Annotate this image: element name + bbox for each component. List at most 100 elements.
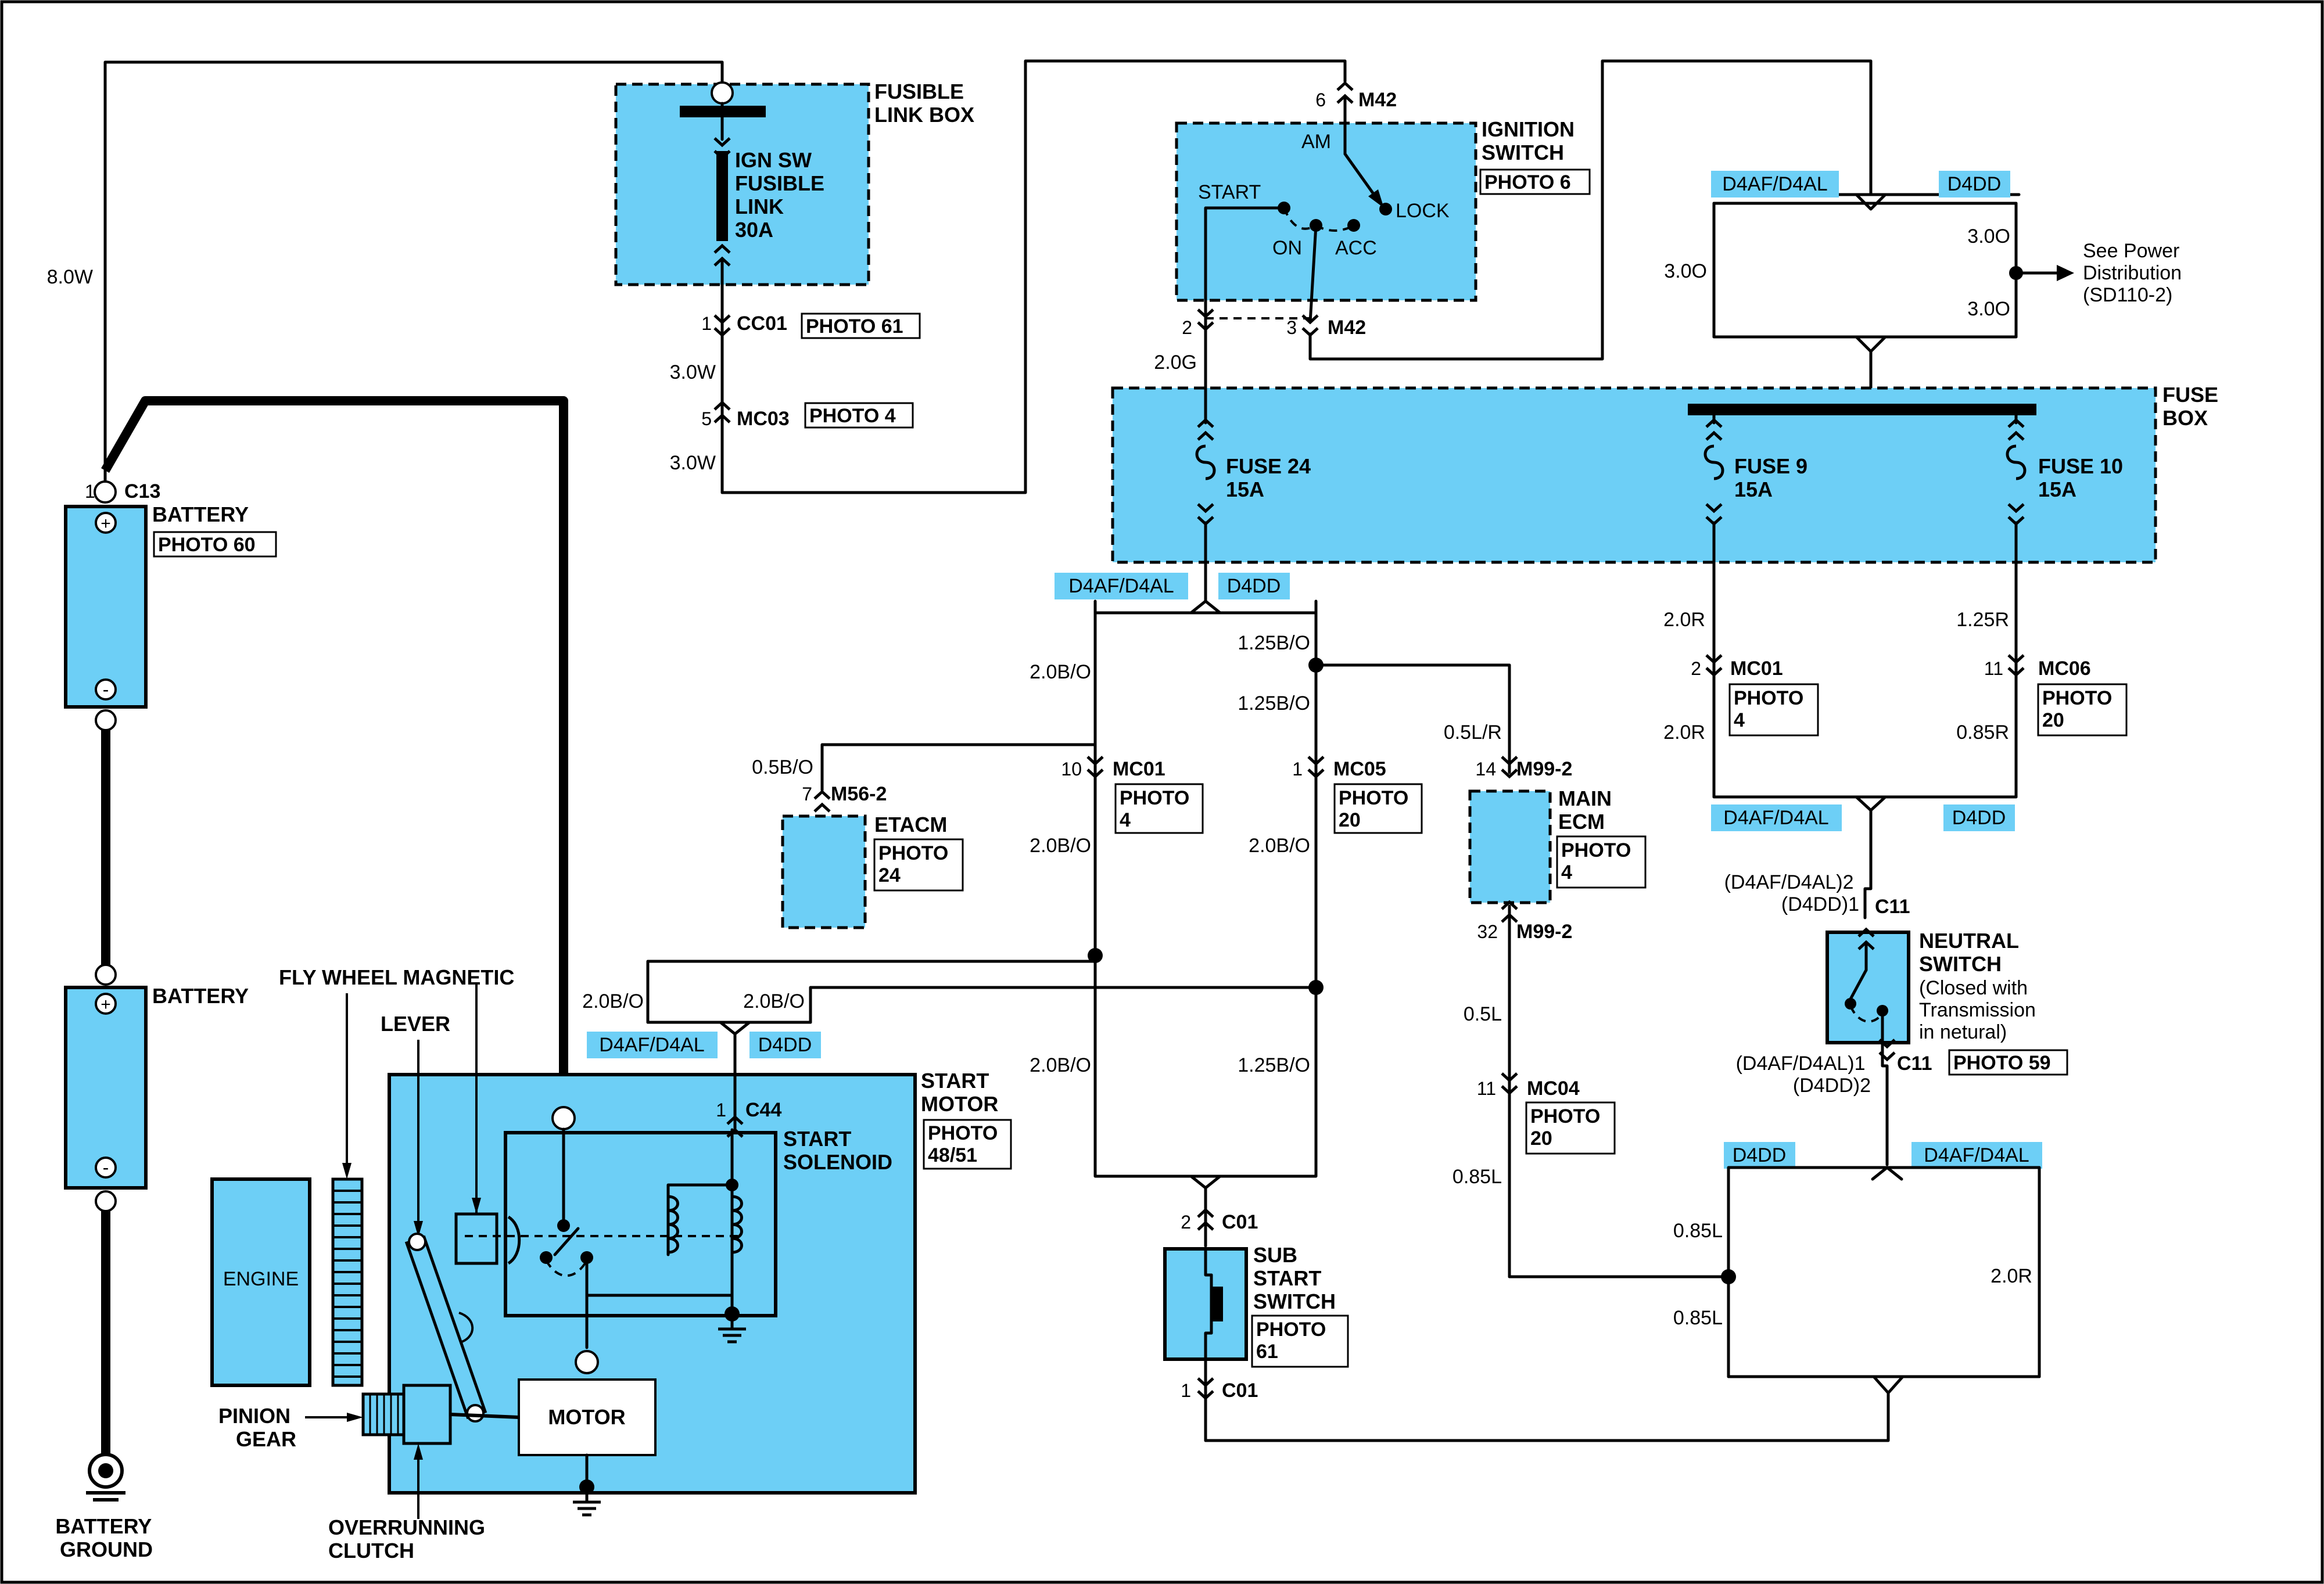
start-motor-section: START MOTOR PHOTO 48/51 START SOLENOID (210, 960, 1318, 1563)
c01-bottom-pin: 1 (1181, 1380, 1191, 1401)
start-motor-photo-box (923, 1119, 1012, 1170)
fuse-box-section: FUSE BOX 2.0G FUSE 24 15A FUSE 9 15A FUS… (1111, 321, 2218, 564)
m42-bottom-connector: M42 (1328, 317, 1366, 339)
fusible-link-section: FUSIBLE LINK BOX IGN SW FUSIBLE LINK 30A… (614, 59, 1347, 494)
m99-bottom-connector: M99-2 (1516, 921, 1572, 943)
tag-sm-b (749, 1032, 821, 1058)
main-ecm-box (1468, 789, 1552, 904)
m99-top-connector: M99-2 (1516, 758, 1572, 780)
battery-pin: 1 (85, 481, 95, 502)
battery-section: 8.0W 1 C13 + - BATTERY PHOTO 60 + - BATT… (47, 60, 724, 1561)
ign-lock-label: LOCK (1396, 200, 1450, 222)
battery-terminal (94, 480, 117, 504)
solenoid-coil-1-icon (666, 1183, 734, 1256)
wire-label-0-5lr: 0.5L/R (1444, 721, 1502, 743)
tag-sm-a (587, 1032, 718, 1058)
battery-upper-plus-icon (95, 512, 117, 534)
tag-ns-a-text: D4AF/D4AL (1723, 807, 1828, 829)
c01-top-connector: C01 (1222, 1211, 1258, 1233)
mc06-connector: MC06 (2038, 658, 2091, 680)
fusible-link-box (614, 82, 870, 286)
start-motor-photo: PHOTO 48/51 (928, 1122, 1003, 1166)
main-ecm-photo: PHOTO 4 (1561, 839, 1637, 883)
sub-start-switch-label: SUB START SWITCH (1253, 1243, 1336, 1313)
mc06-photo: PHOTO 20 (2042, 687, 2118, 731)
m56-pin: 7 (802, 784, 812, 804)
ign-start-label: START (1198, 181, 1261, 203)
motor-label: MOTOR (548, 1405, 625, 1429)
fusible-link-box-title: FUSIBLE LINK BOX (874, 80, 974, 127)
solenoid-coil-2-icon (730, 1195, 743, 1314)
battery-link-terminal-top (95, 709, 117, 731)
mc03-photo: PHOTO 4 (809, 405, 896, 427)
wire-label-sm-left: 2.0B/O (582, 990, 644, 1012)
c44-connector: C44 (745, 1099, 781, 1121)
wire-label-0-85r: 0.85R (1956, 721, 2009, 743)
wire-label-2-0bo-3: 2.0B/O (1030, 1054, 1091, 1076)
battery-link-terminal-bottom (95, 964, 117, 986)
c11-bottom-pins: (D4AF/D4AL)1 (D4DD)2 (1736, 1053, 1871, 1097)
neutral-switch-icon (1845, 940, 1888, 1044)
tag-f24-b-text: D4DD (1227, 575, 1281, 597)
tag-top-b-text: D4DD (1948, 173, 2002, 195)
m42-top-pin: 6 (1315, 89, 1326, 110)
battery-upper-label: BATTERY (152, 502, 249, 526)
wire-label-2-0bo-4: 2.0B/O (1249, 835, 1310, 857)
solenoid-battery-terminal (551, 1106, 576, 1130)
etacm-photo: PHOTO 24 (878, 842, 954, 886)
pinion-gear-icon (361, 1384, 519, 1445)
tag-sm-b-text: D4DD (758, 1034, 812, 1056)
mc01-left-connector: MC01 (1113, 758, 1165, 780)
m99-top-pin: 14 (1475, 759, 1496, 780)
mc04-connector: MC04 (1527, 1077, 1580, 1100)
motor-terminal (575, 1350, 599, 1374)
wire-label-1-25bo-2: 1.25B/O (1238, 692, 1310, 714)
c11-top-pins: (D4AF/D4AL)2 (D4DD)1 (1724, 871, 1859, 915)
wire-label-1-25r: 1.25R (1956, 609, 2009, 631)
ignition-switch-section: IGNITION SWITCH PHOTO 6 6 M42 AM LOCK ST… (1175, 59, 2182, 408)
mc01-left-pin: 10 (1061, 759, 1082, 780)
mc06-pin: 11 (1984, 658, 2003, 679)
battery-photo: PHOTO 60 (158, 534, 256, 556)
tag-sm-a-text: D4AF/D4AL (599, 1034, 704, 1056)
mc03-pin: 5 (701, 408, 712, 429)
mc05-connector: MC05 (1333, 758, 1386, 780)
wire-label-3-0w-bottom: 3.0W (670, 452, 716, 474)
c11-top-connector: C11 (1875, 896, 1910, 918)
battery-lower-plus: + (101, 995, 111, 1014)
c01-bottom-connector: C01 (1222, 1380, 1258, 1402)
battery-upper-minus: - (103, 679, 109, 700)
neutral-switch-box (1826, 931, 1910, 1044)
ignition-switch-box (1175, 121, 1477, 302)
flywheel-icon (331, 1177, 364, 1387)
tag-nb-a-text: D4AF/D4AL (1924, 1144, 2029, 1166)
sub-start-switch-photo: PHOTO 61 (1256, 1319, 1332, 1363)
cc01-connector: CC01 (737, 313, 787, 335)
ign-am-label: AM (1301, 131, 1331, 153)
wire-label-0-5l: 0.5L (1464, 1003, 1502, 1025)
etacm-box (781, 814, 867, 929)
mc05-pin: 1 (1292, 759, 1303, 780)
m42-top-connector: M42 (1358, 89, 1397, 111)
engine-label: ENGINE (223, 1268, 299, 1290)
tag-f24-a-text: D4AF/D4AL (1068, 575, 1174, 597)
pinion-gear-label: PINION GEAR (218, 1404, 296, 1451)
etacm-label: ETACM (874, 813, 947, 836)
main-ecm-label: MAIN ECM (1558, 786, 1618, 834)
battery-upper-minus-icon (95, 678, 117, 701)
wire-label-3-0o-right-top: 3.0O (1967, 225, 2010, 247)
tag-nb-b-text: D4DD (1733, 1144, 1787, 1166)
wire-label-8-0w: 8.0W (47, 266, 93, 288)
start-solenoid-label: START SOLENOID (783, 1127, 892, 1174)
wire-label-0-85l-2: 0.85L (1673, 1220, 1723, 1242)
tag-ns-b-text: D4DD (1952, 807, 2006, 829)
battery-ground-label: BATTERY GROUND (55, 1514, 157, 1561)
flywheel-label: FLY WHEEL MAGNETIC (279, 965, 514, 989)
m42-start-pin: 2 (1182, 317, 1192, 338)
wire-label-0-85l-1: 0.85L (1452, 1166, 1502, 1188)
wire-label-2-0r-3: 2.0R (1991, 1265, 2032, 1287)
ignition-switch-title: IGNITION SWITCH (1482, 117, 1580, 164)
battery-lower-label: BATTERY (152, 984, 249, 1008)
